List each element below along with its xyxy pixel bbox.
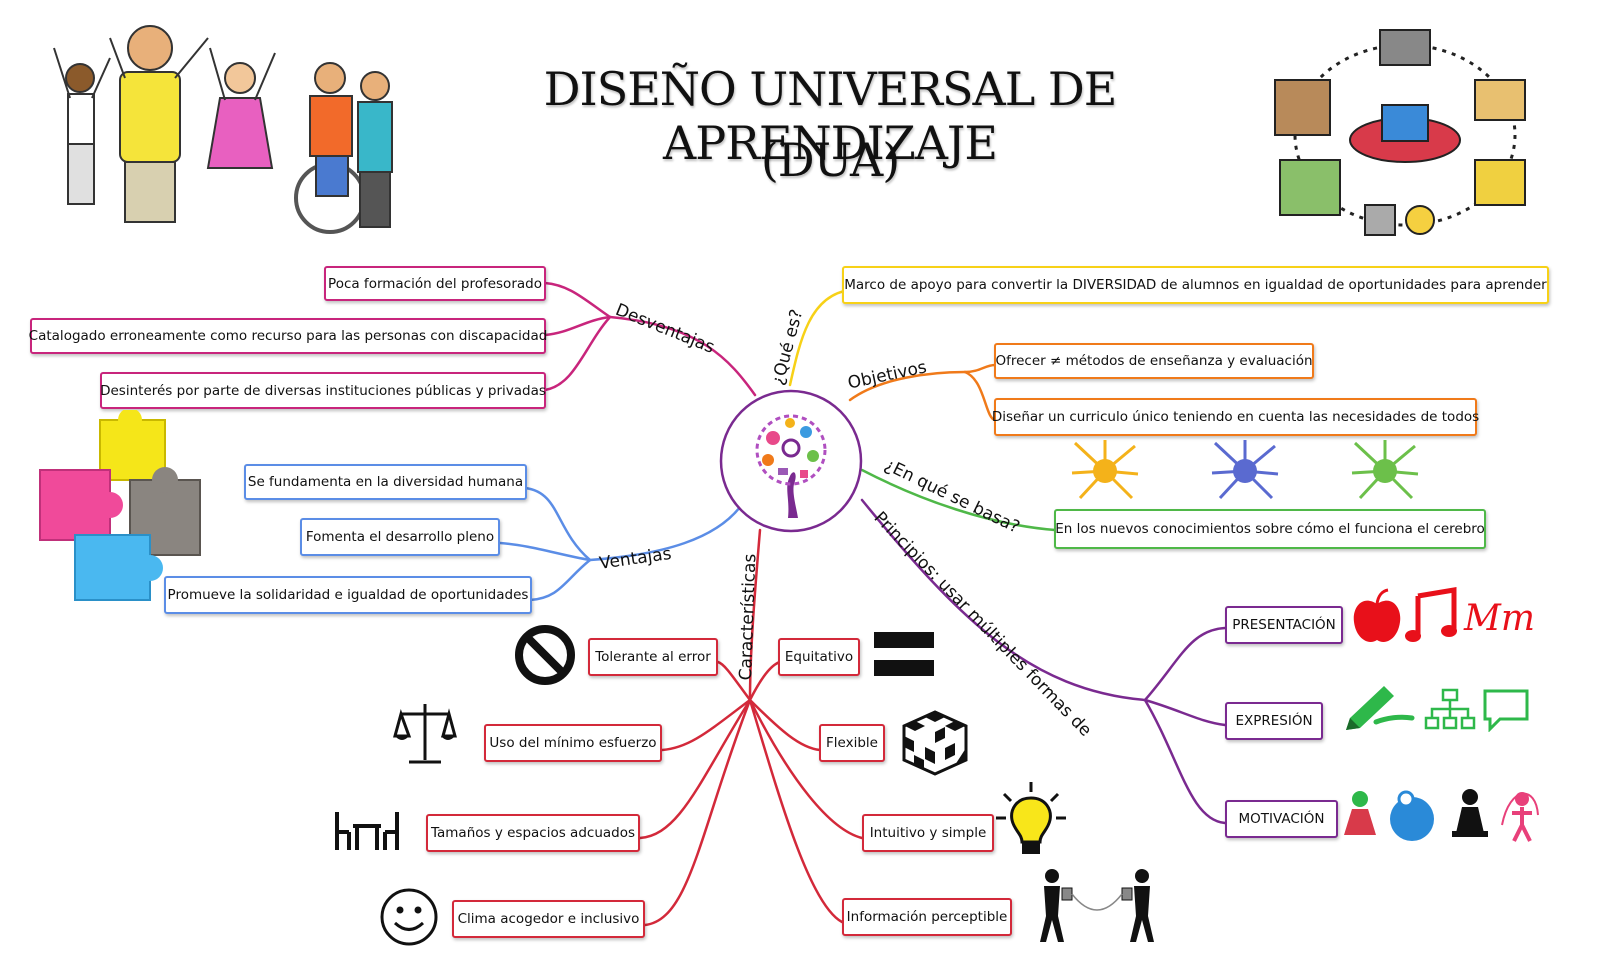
neuron-icon <box>1211 440 1279 500</box>
ventaja-node-3: Promueve la solidaridad e igualdad de op… <box>164 576 532 614</box>
letters-mm-icon: Mm <box>1464 598 1535 639</box>
tin-can-phone-icon <box>1040 869 1154 942</box>
equals-icon <box>874 632 934 676</box>
principio-node-motivacion: MOTIVACIÓN <box>1225 800 1338 838</box>
principio-node-presentacion: PRESENTACIÓN <box>1225 606 1343 644</box>
people-celebrating-illustration <box>53 25 393 234</box>
ventaja-node-2: Fomenta el desarrollo pleno <box>300 518 500 556</box>
motivation-icons <box>1344 789 1539 842</box>
caracteristica-node-tolerante: Tolerante al error <box>588 638 718 676</box>
pencil-icon <box>1346 686 1415 730</box>
caracteristica-node-intuitivo: Intuitivo y simple <box>862 814 994 852</box>
caracteristica-node-informacion: Información perceptible <box>842 898 1012 936</box>
caracteristica-node-minimo-esfuerzo: Uso del mínimo esfuerzo <box>484 724 662 762</box>
desventaja-node-3: Desinterés por parte de diversas institu… <box>100 372 546 409</box>
desventaja-node-1: Poca formación del profesorado <box>324 266 546 301</box>
objetivo-node-1: Ofrecer ≠ métodos de enseñanza y evaluac… <box>994 343 1314 379</box>
desventaja-node-2: Catalogado erroneamente como recurso par… <box>29 318 547 354</box>
caracteristica-node-tamanos: Tamaños y espacios adcuados <box>426 814 640 852</box>
caracteristica-node-clima: Clima acogedor e inclusivo <box>452 900 645 938</box>
que-es-node: Marco de apoyo para convertir la DIVERSI… <box>842 266 1549 304</box>
ventaja-node-1: Se fundamenta en la diversidad humana <box>244 464 527 500</box>
caracteristica-node-equitativo: Equitativo <box>778 638 860 676</box>
music-note-icon <box>1405 587 1457 642</box>
apple-icon <box>1353 588 1401 642</box>
cube-icon <box>902 710 968 776</box>
title-line-2: (DUA) <box>760 133 900 187</box>
en-que-se-basa-node: En los nuevos conocimientos sobre cómo e… <box>1054 509 1486 549</box>
objetivo-node-2: Diseñar un curriculo único teniendo en c… <box>992 398 1479 436</box>
hierarchy-icon <box>1424 688 1476 730</box>
speech-bubble-icon <box>1483 689 1529 732</box>
puzzle-pieces-icon <box>39 410 201 601</box>
scale-icon <box>393 704 457 764</box>
tree-logo-icon <box>719 389 863 533</box>
no-entry-icon <box>515 625 575 685</box>
neuron-icon <box>1351 440 1419 500</box>
principio-node-expresion: EXPRESIÓN <box>1225 702 1323 740</box>
lightbulb-icon <box>996 782 1066 854</box>
technology-network-illustration <box>1274 29 1526 236</box>
neuron-icon <box>1071 440 1139 500</box>
desk-icon <box>335 812 399 850</box>
title-line-1: DISEÑO UNIVERSAL DE APRENDIZAJE <box>543 62 1118 170</box>
caracteristica-node-flexible: Flexible <box>819 724 885 762</box>
smiley-icon <box>380 888 438 946</box>
